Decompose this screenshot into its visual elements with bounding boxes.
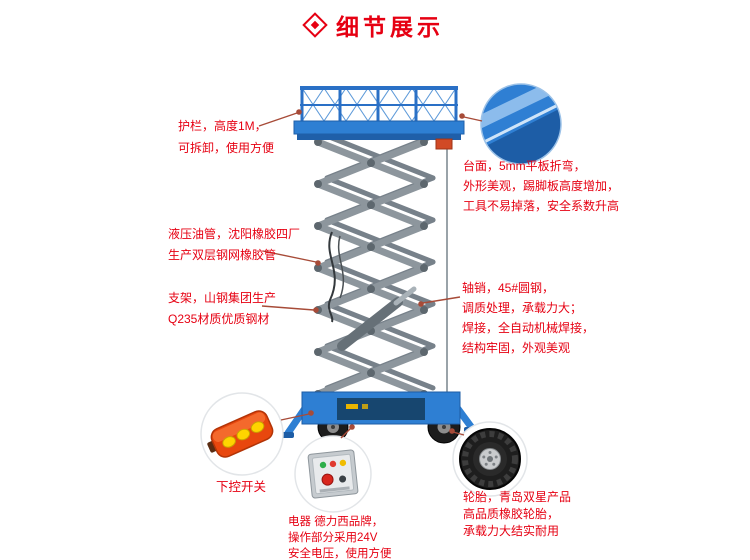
annotation-line: Q235材质优质钢材	[168, 312, 270, 326]
annotation-line: 台面，5mm平板折弯，	[463, 159, 586, 173]
leader-dots	[296, 109, 465, 434]
annotation-electric: 电器 德力西品牌， 操作部分采用24V 安全电压，使用方便	[288, 514, 392, 560]
chassis-base	[280, 391, 478, 444]
scissor-mechanism	[318, 136, 433, 394]
annotation-line: 高品质橡胶轮胎，	[463, 507, 560, 521]
annotation-support-frame: 支架，山钢集团生产 Q235材质优质钢材	[168, 288, 276, 330]
leader-lines	[258, 112, 483, 439]
annotation-line: 调质处理，承载力大；	[462, 301, 583, 315]
annotation-line: 安全电压，使用方便	[288, 548, 392, 560]
annotation-platform: 台面，5mm平板折弯， 外形美观，踢脚板高度增加， 工具不易掉落，安全系数升高	[463, 156, 619, 216]
hydraulic-cylinder	[337, 286, 417, 351]
annotation-line: 支架，山钢集团生产	[168, 291, 277, 305]
callout-platform	[480, 83, 562, 165]
annotation-hydraulic-hose: 液压油管，沈阳橡胶四厂 生产双层钢网橡胶管	[168, 224, 300, 266]
annotation-line: 护栏，高度1M，	[178, 119, 267, 133]
callout-electric-box	[294, 435, 372, 513]
callout-tire	[452, 421, 528, 497]
callout-remote-control	[200, 392, 284, 476]
annotation-line: 外形美观，踢脚板高度增加，	[463, 179, 620, 193]
page-title: 细节展示	[336, 14, 444, 40]
annotation-line: 操作部分采用24V	[288, 532, 378, 544]
guardrail	[300, 86, 458, 122]
annotation-guardrail: 护栏，高度1M， 可拆卸，使用方便	[178, 115, 274, 159]
hydraulic-hoses-icon	[327, 231, 345, 323]
page-header: 细节展示	[0, 10, 750, 40]
annotation-axle-pin: 轴销，45#圆钢， 调质处理，承载力大； 焊接，全自动机械焊接， 结构牢固，外观…	[462, 278, 594, 358]
annotation-line: 轴销，45#圆钢，	[462, 281, 555, 295]
annotation-line: 可拆卸，使用方便	[178, 141, 275, 155]
annotation-line: 工具不易掉落，安全系数升高	[463, 199, 620, 213]
annotation-line: 液压油管，沈阳橡胶四厂	[168, 227, 301, 241]
annotation-line: 轮胎，青岛双星产品	[463, 490, 572, 504]
annotation-line: 结构牢固，外观美观	[462, 341, 571, 355]
platform-deck	[293, 120, 465, 150]
annotation-tire: 轮胎，青岛双星产品 高品质橡胶轮胎， 承载力大结实耐用	[463, 489, 571, 540]
annotation-line: 电器 德力西品牌，	[288, 516, 384, 528]
annotation-remote-switch: 下控开关	[216, 480, 267, 494]
annotation-line: 焊接，全自动机械焊接，	[462, 321, 595, 335]
annotation-line: 承载力大结实耐用	[463, 524, 560, 538]
annotation-line: 生产双层钢网橡胶管	[168, 248, 277, 262]
